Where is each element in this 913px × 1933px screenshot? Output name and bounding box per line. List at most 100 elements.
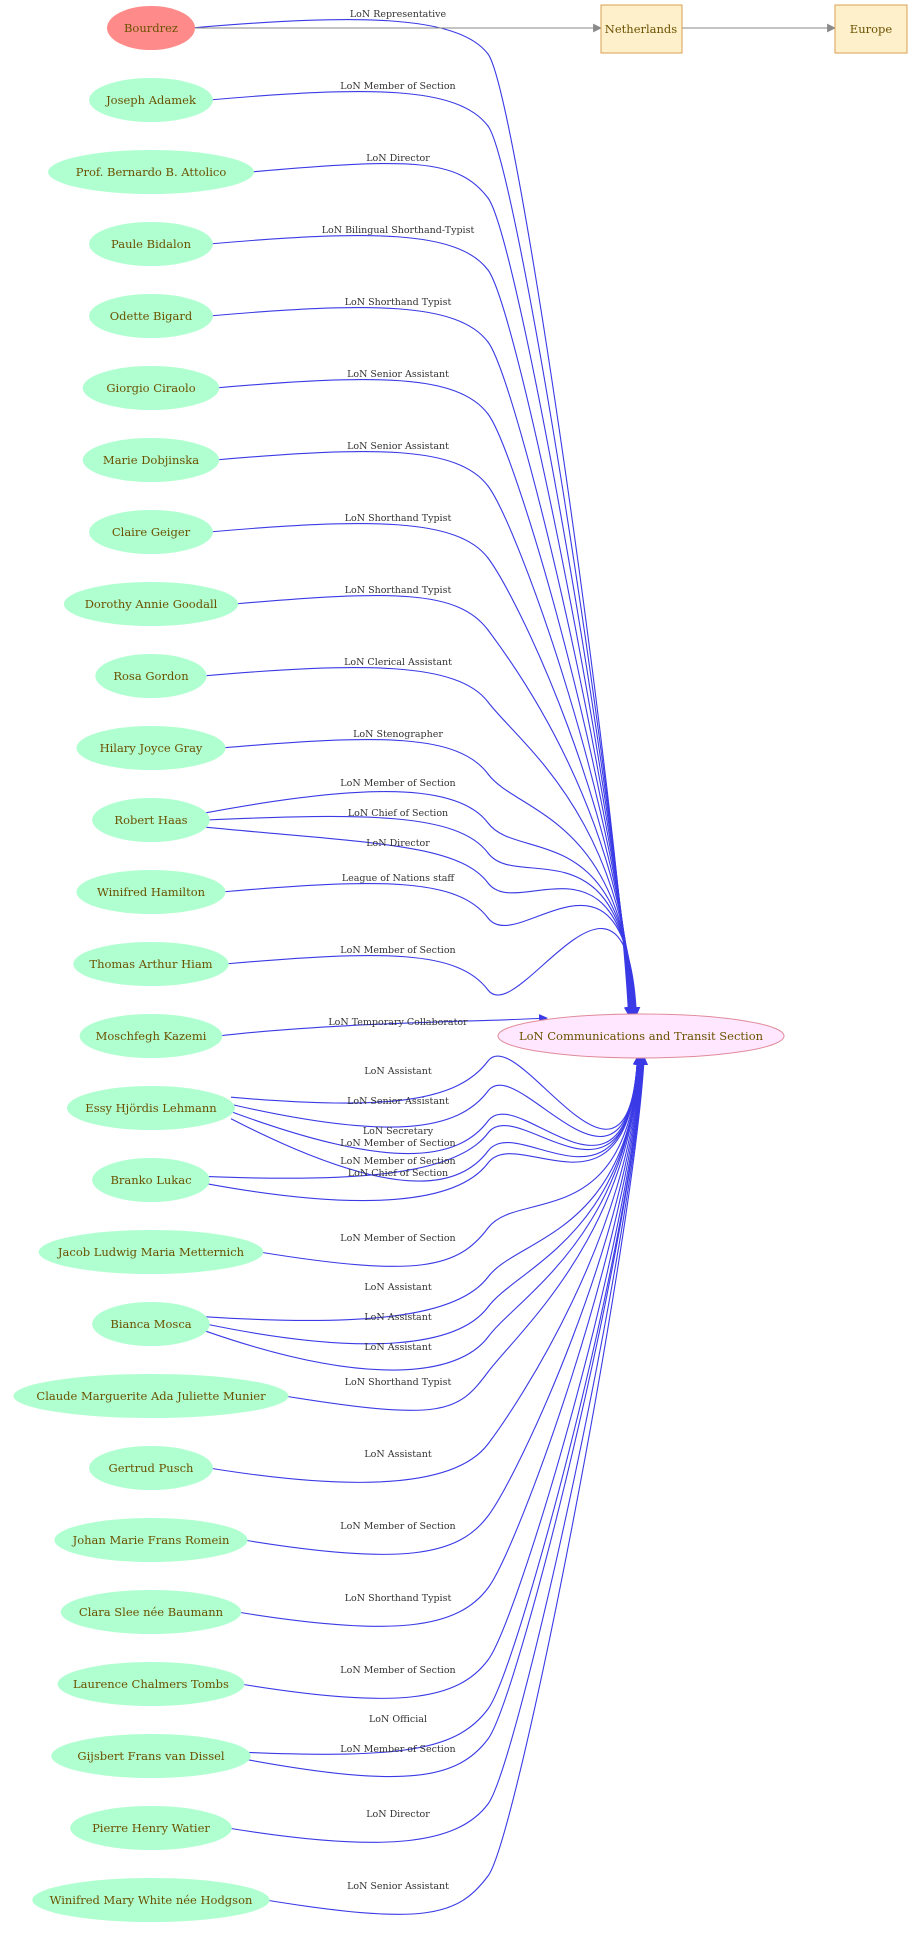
edge-branko-lukac-1 bbox=[205, 1056, 643, 1202]
person-node-label: Odette Bigard bbox=[110, 309, 193, 323]
person-node-label: Bianca Mosca bbox=[110, 1317, 191, 1331]
person-node-shape bbox=[92, 1158, 210, 1202]
person-node-hilary-joyce-gray[interactable]: Hilary Joyce Gray bbox=[76, 726, 226, 770]
person-node-shape bbox=[67, 1086, 235, 1130]
person-node-label: Laurence Chalmers Tombs bbox=[73, 1677, 229, 1691]
edge-label-johan-marie-frans-romein-0: LoN Member of Section bbox=[340, 1521, 455, 1532]
person-node-label: Paule Bidalon bbox=[111, 237, 192, 251]
person-node-paule-bidalon[interactable]: Paule Bidalon bbox=[89, 222, 213, 266]
edge-label-winifred-hamilton-0: League of Nations staff bbox=[342, 873, 456, 884]
edge-label-dorothy-annie-goodall-0: LoN Shorthand Typist bbox=[345, 585, 452, 596]
person-node-gijsbert-frans-van-dissel[interactable]: Gijsbert Frans van Dissel bbox=[51, 1734, 251, 1778]
person-node-shape bbox=[13, 1374, 289, 1418]
edge-label-branko-lukac-0: LoN Member of Section bbox=[340, 1138, 455, 1149]
europe-node[interactable]: Europe bbox=[834, 4, 908, 54]
edge-bourdrez-0 bbox=[190, 18, 633, 1016]
edge-odette-bigard-0 bbox=[208, 306, 635, 1016]
person-node-essy-hj-rdis-lehmann[interactable]: Essy Hjördis Lehmann bbox=[67, 1086, 235, 1130]
person-node-shape bbox=[76, 726, 226, 770]
person-node-giorgio-ciraolo[interactable]: Giorgio Ciraolo bbox=[82, 366, 220, 410]
person-node-jacob-ludwig-maria-metternich[interactable]: Jacob Ludwig Maria Metternich bbox=[38, 1230, 264, 1274]
person-node-pierre-henry-watier[interactable]: Pierre Henry Watier bbox=[70, 1806, 232, 1850]
person-node-winifred-hamilton[interactable]: Winifred Hamilton bbox=[76, 870, 226, 914]
person-node-bourdrez[interactable]: Bourdrez bbox=[107, 6, 195, 50]
edge-claire-geiger-0 bbox=[208, 522, 637, 1016]
edge-label-branko-lukac-1: LoN Chief of Section bbox=[348, 1168, 448, 1179]
person-node-claire-geiger[interactable]: Claire Geiger bbox=[89, 510, 213, 554]
person-node-branko-lukac[interactable]: Branko Lukac bbox=[92, 1158, 210, 1202]
person-node-shape bbox=[32, 1878, 270, 1922]
edge-robert-haas-0 bbox=[205, 791, 640, 1016]
section-node-label: LoN Communications and Transit Section bbox=[519, 1029, 764, 1043]
person-node-bianca-mosca[interactable]: Bianca Mosca bbox=[92, 1302, 210, 1346]
edge-rosa-gordon-0 bbox=[202, 666, 638, 1016]
person-node-laurence-chalmers-tombs[interactable]: Laurence Chalmers Tombs bbox=[57, 1662, 245, 1706]
edge-gijsbert-frans-van-dissel-1 bbox=[246, 1056, 647, 1778]
edge-winifred-hamilton-0 bbox=[221, 883, 640, 1016]
person-node-shape bbox=[73, 942, 229, 986]
person-node-label: Robert Haas bbox=[114, 813, 187, 827]
person-node-marie-dobjinska[interactable]: Marie Dobjinska bbox=[82, 438, 220, 482]
person-node-label: Claire Geiger bbox=[112, 525, 191, 539]
edge-laurence-chalmers-tombs-0 bbox=[240, 1056, 647, 1699]
edge-label-pierre-henry-watier-0: LoN Director bbox=[366, 1809, 430, 1820]
edge-robert-haas-1 bbox=[205, 815, 640, 1016]
netherlands-node-label: Netherlands bbox=[605, 22, 678, 36]
person-node-shape bbox=[92, 1302, 210, 1346]
edge-label-essy-hj-rdis-lehmann-0: LoN Assistant bbox=[364, 1066, 431, 1077]
person-node-moschfegh-kazemi[interactable]: Moschfegh Kazemi bbox=[79, 1014, 223, 1058]
edge-label-prof-bernardo-b-attolico-0: LoN Director bbox=[366, 153, 430, 164]
edge-label-clara-slee-n-e-baumann-0: LoN Shorthand Typist bbox=[345, 1593, 452, 1604]
person-node-label: Winifred Hamilton bbox=[97, 885, 206, 899]
edge-winifred-mary-white-n-e-hodgson-0 bbox=[265, 1056, 649, 1915]
person-node-label: Joseph Adamek bbox=[105, 93, 197, 107]
edge-label-gijsbert-frans-van-dissel-0: LoN Official bbox=[369, 1714, 427, 1725]
edge-hilary-joyce-gray-0 bbox=[221, 739, 639, 1016]
edge-branko-lukac-0 bbox=[205, 1056, 643, 1179]
edge-jacob-ludwig-maria-metternich-0 bbox=[259, 1056, 643, 1267]
person-node-winifred-mary-white-n-e-hodgson[interactable]: Winifred Mary White née Hodgson bbox=[32, 1878, 270, 1922]
edge-label-bianca-mosca-0: LoN Assistant bbox=[364, 1282, 431, 1293]
edge-gijsbert-frans-van-dissel-0 bbox=[246, 1056, 647, 1755]
edge-pierre-henry-watier-0 bbox=[227, 1056, 648, 1843]
person-node-label: Essy Hjördis Lehmann bbox=[85, 1101, 217, 1115]
person-node-rosa-gordon[interactable]: Rosa Gordon bbox=[95, 654, 207, 698]
person-node-thomas-arthur-hiam[interactable]: Thomas Arthur Hiam bbox=[73, 942, 229, 986]
person-node-shape bbox=[38, 1230, 264, 1274]
edge-label-marie-dobjinska-0: LoN Senior Assistant bbox=[347, 441, 449, 452]
person-node-shape bbox=[76, 870, 226, 914]
edge-label-rosa-gordon-0: LoN Clerical Assistant bbox=[344, 657, 452, 668]
person-node-shape bbox=[48, 150, 254, 194]
person-node-label: Jacob Ludwig Maria Metternich bbox=[57, 1245, 245, 1259]
europe-node-label: Europe bbox=[850, 22, 893, 36]
person-node-dorothy-annie-goodall[interactable]: Dorothy Annie Goodall bbox=[63, 582, 239, 626]
person-node-label: Branko Lukac bbox=[110, 1173, 191, 1187]
edge-label-jacob-ludwig-maria-metternich-0: LoN Member of Section bbox=[340, 1233, 455, 1244]
person-node-odette-bigard[interactable]: Odette Bigard bbox=[89, 294, 213, 338]
section-node[interactable]: LoN Communications and Transit Section bbox=[497, 1013, 785, 1059]
person-node-johan-marie-frans-romein[interactable]: Johan Marie Frans Romein bbox=[54, 1518, 248, 1562]
person-node-claude-marguerite-ada-juliette-munier[interactable]: Claude Marguerite Ada Juliette Munier bbox=[13, 1374, 289, 1418]
edge-marie-dobjinska-0 bbox=[215, 450, 637, 1016]
person-node-clara-slee-n-e-baumann[interactable]: Clara Slee née Baumann bbox=[60, 1590, 242, 1634]
edge-label-claire-geiger-0: LoN Shorthand Typist bbox=[345, 513, 452, 524]
person-node-joseph-adamek[interactable]: Joseph Adamek bbox=[89, 78, 213, 122]
edge-label-joseph-adamek-0: LoN Member of Section bbox=[340, 81, 455, 92]
person-node-shape bbox=[92, 798, 210, 842]
edge-clara-slee-n-e-baumann-0 bbox=[237, 1056, 646, 1627]
edge-label-essy-hj-rdis-lehmann-1: LoN Senior Assistant bbox=[347, 1096, 449, 1107]
person-node-shape bbox=[82, 366, 220, 410]
netherlands-node[interactable]: Netherlands bbox=[600, 4, 683, 54]
person-node-robert-haas[interactable]: Robert Haas bbox=[92, 798, 210, 842]
person-node-prof-bernardo-b-attolico[interactable]: Prof. Bernardo B. Attolico bbox=[48, 150, 254, 194]
person-node-label: Rosa Gordon bbox=[113, 669, 189, 683]
edge-robert-haas-2 bbox=[205, 826, 640, 1016]
person-node-shape bbox=[79, 1014, 223, 1058]
edge-label-gertrud-pusch-0: LoN Assistant bbox=[364, 1449, 431, 1460]
edge-essy-hj-rdis-lehmann-0 bbox=[230, 1055, 642, 1130]
person-node-label: Clara Slee née Baumann bbox=[79, 1605, 224, 1619]
person-node-gertrud-pusch[interactable]: Gertrud Pusch bbox=[89, 1446, 213, 1490]
